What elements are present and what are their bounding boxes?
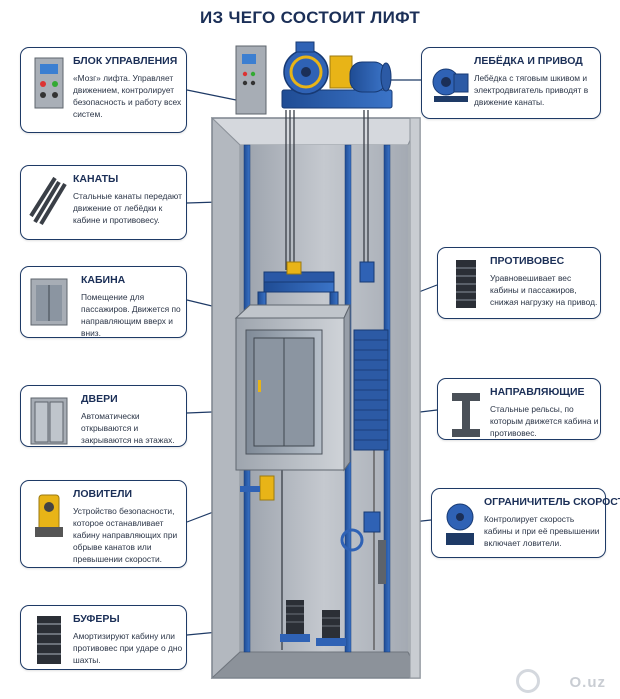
card-title: БУФЕРЫ	[73, 613, 120, 625]
counterweight	[353, 261, 389, 451]
card-title: ПРОТИВОВЕС	[490, 255, 565, 267]
speed-governor-icon	[438, 495, 482, 553]
doors-icon	[27, 392, 71, 450]
cabin-icon	[27, 273, 71, 331]
speed-governor	[340, 511, 386, 584]
card-safety-gear: ЛОВИТЕЛИ Устройство безопасности, которо…	[20, 480, 187, 568]
watermark: O.uz	[569, 674, 606, 691]
card-speed-governor: ОГРАНИЧИТЕЛЬ СКОРОСТИ Контролирует скоро…	[431, 488, 620, 558]
card-text: Автоматически открываются и закрываются …	[81, 411, 175, 445]
card-guide-rails: НАПРАВЛЯЮЩИЕ Стальные рельсы, по которым…	[437, 378, 601, 440]
card-text: Уравновешивает вес кабины и пассажиров, …	[490, 273, 598, 307]
card-text: Помещение для пассажиров. Движется по на…	[81, 292, 181, 338]
card-text: Амортизируют кабину или противовес при у…	[73, 631, 183, 665]
shaft-pit	[210, 651, 421, 679]
guide-rail-icon	[444, 385, 488, 443]
card-title: ОГРАНИЧИТЕЛЬ СКОРОСТИ	[484, 496, 620, 508]
card-text: Стальные канаты передают движение от леб…	[73, 191, 182, 225]
safety-gear	[240, 475, 275, 501]
control-cabinet-icon	[27, 54, 71, 112]
card-title: ДВЕРИ	[81, 393, 118, 405]
card-cabin: КАБИНА Помещение для пассажиров. Движетс…	[20, 266, 187, 338]
card-control-unit: БЛОК УПРАВЛЕНИЯ «Мозг» лифта. Управляет …	[20, 47, 187, 133]
watermark-ring	[516, 669, 540, 693]
winch-motor-icon	[428, 54, 472, 112]
pit-buffers	[280, 600, 346, 646]
shaft-roof	[210, 117, 421, 146]
card-buffers: БУФЕРЫ Амортизируют кабину или противове…	[20, 605, 187, 670]
card-ropes: КАНАТЫ Стальные канаты передают движение…	[20, 165, 187, 240]
card-text: Устройство безопасности, которое останав…	[73, 506, 178, 564]
card-title: ЛОВИТЕЛИ	[73, 488, 132, 500]
card-title: НАПРАВЛЯЮЩИЕ	[490, 386, 585, 398]
spring-buffer-icon	[27, 612, 71, 670]
counterweight-icon	[444, 254, 488, 312]
card-title: ЛЕБЁДКА И ПРИВОД	[474, 55, 583, 67]
winch-motor	[281, 41, 393, 109]
page-title: ИЗ ЧЕГО СОСТОИТ ЛИФТ	[199, 8, 421, 27]
card-title: БЛОК УПРАВЛЕНИЯ	[73, 55, 178, 67]
control-cabinet	[235, 45, 267, 115]
card-counterweight: ПРОТИВОВЕС Уравновешивает вес кабины и п…	[437, 247, 601, 319]
card-text: Лебёдка с тяговым шкивом и электродвигат…	[474, 73, 589, 107]
elevator-cabin	[234, 304, 351, 472]
card-text: Стальные рельсы, по которым движется каб…	[490, 404, 599, 438]
card-title: КАНАТЫ	[73, 173, 119, 185]
card-text: «Мозг» лифта. Управляет движением, контр…	[73, 73, 182, 119]
card-text: Контролирует скорость кабины и при её пр…	[484, 514, 600, 548]
card-winch: ЛЕБЁДКА И ПРИВОД Лебёдка с тяговым шкиво…	[421, 47, 601, 119]
steel-rope-icon	[27, 172, 71, 230]
card-title: КАБИНА	[81, 274, 126, 286]
safety-gear-icon	[27, 487, 71, 545]
card-doors: ДВЕРИ Автоматически открываются и закрыв…	[20, 385, 187, 447]
